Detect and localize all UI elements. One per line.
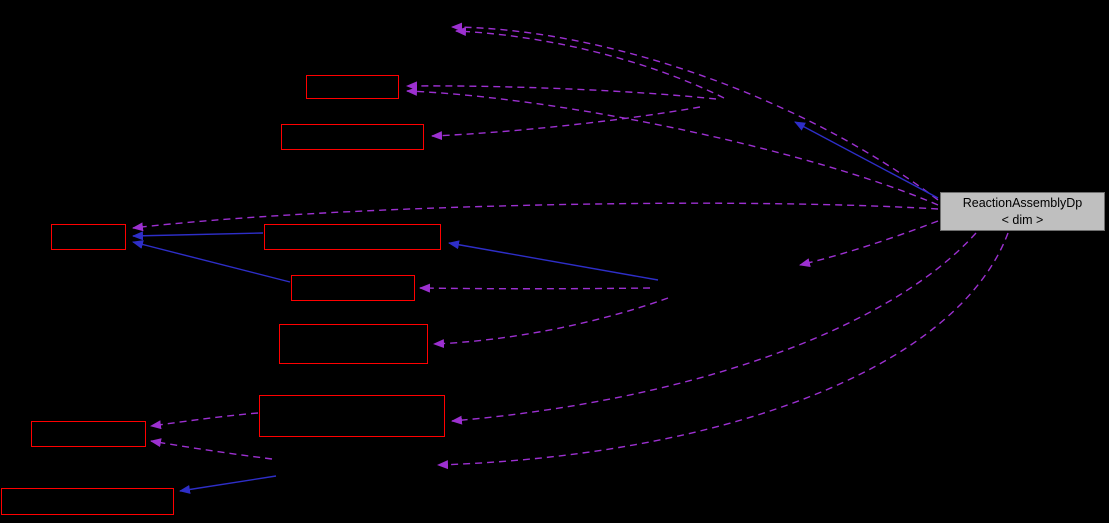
usage-edge-node1-a (406, 81, 717, 100)
usage-edge-node8-bottom (150, 438, 273, 460)
usage-edge-node7 (451, 232, 977, 425)
inherit-edge-node3-b (132, 240, 291, 283)
class-node-7[interactable] (259, 395, 445, 437)
class-node-3[interactable] (51, 224, 126, 250)
class-node-2[interactable] (281, 124, 424, 150)
main-class-name: ReactionAssemblyDp (962, 195, 1083, 210)
inherit-edge-node9 (179, 475, 277, 494)
usage-edge-top-short (455, 26, 725, 99)
usage-edge-mid-right (799, 220, 939, 267)
class-node-1[interactable] (306, 75, 399, 99)
inherit-edge-node4 (448, 240, 659, 281)
usage-edge-top-long (451, 22, 939, 201)
usage-edge-node3 (132, 202, 939, 232)
main-class-template-param: < dim > (1001, 212, 1044, 227)
usage-edge-node5 (419, 283, 651, 293)
inherit-edge-node3-a (132, 231, 264, 241)
usage-edge-bottom-long (437, 232, 1009, 470)
class-node-8[interactable] (31, 421, 146, 447)
class-node-6[interactable] (279, 324, 428, 364)
class-node-9[interactable] (1, 488, 174, 515)
usage-edge-node2 (431, 106, 701, 141)
usage-edge-node8-top (150, 412, 259, 430)
usage-edge-node6 (433, 297, 669, 349)
class-node-4[interactable] (264, 224, 441, 250)
inherit-edge-upper-right (794, 121, 939, 199)
class-node-5[interactable] (291, 275, 415, 301)
main-class-node[interactable]: ReactionAssemblyDp < dim > (940, 192, 1105, 231)
usage-edge-node1-b (406, 86, 939, 206)
